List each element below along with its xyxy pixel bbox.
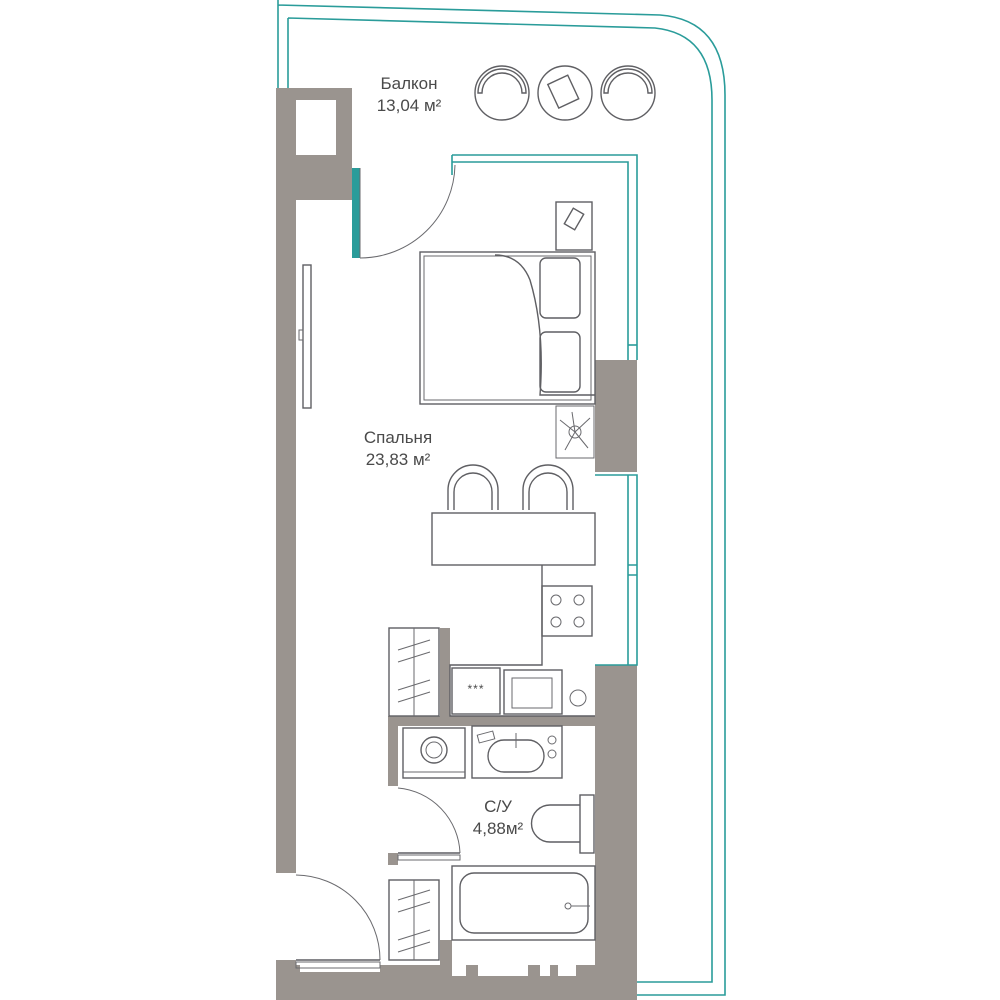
bathroom-area: 4,88м² (472, 819, 524, 838)
bathroom-name: С/У (484, 797, 512, 816)
bathtub (451, 865, 596, 941)
kitchen (449, 565, 595, 717)
bed (419, 251, 596, 405)
wall-cabinet (298, 264, 312, 409)
bar-counter (431, 464, 596, 566)
wardrobe-lower (388, 879, 440, 961)
walls (276, 88, 637, 1000)
balcony-railing (277, 0, 726, 996)
windows (352, 154, 638, 666)
bedroom-area: 23,83 м² (365, 450, 431, 469)
balcony-door (359, 164, 456, 259)
bathroom-sink (471, 725, 563, 779)
toilet (530, 794, 595, 854)
bedroom-label: Спальня 23,83 м² (346, 427, 450, 471)
bedroom-name: Спальня (363, 428, 433, 447)
entrance-door (295, 874, 381, 969)
stove-label: *** (467, 682, 485, 696)
balcony-name: Балкон (380, 74, 438, 93)
nightstand (555, 201, 593, 251)
washing-machine (402, 727, 466, 779)
wardrobe-upper (388, 627, 440, 717)
bathroom-door (397, 787, 461, 861)
plant (555, 405, 595, 459)
balcony-furniture (474, 65, 656, 121)
balcony-label: Балкон 13,04 м² (361, 73, 457, 117)
bathroom-label: С/У 4,88м² (458, 796, 538, 840)
balcony-area: 13,04 м² (376, 96, 442, 115)
